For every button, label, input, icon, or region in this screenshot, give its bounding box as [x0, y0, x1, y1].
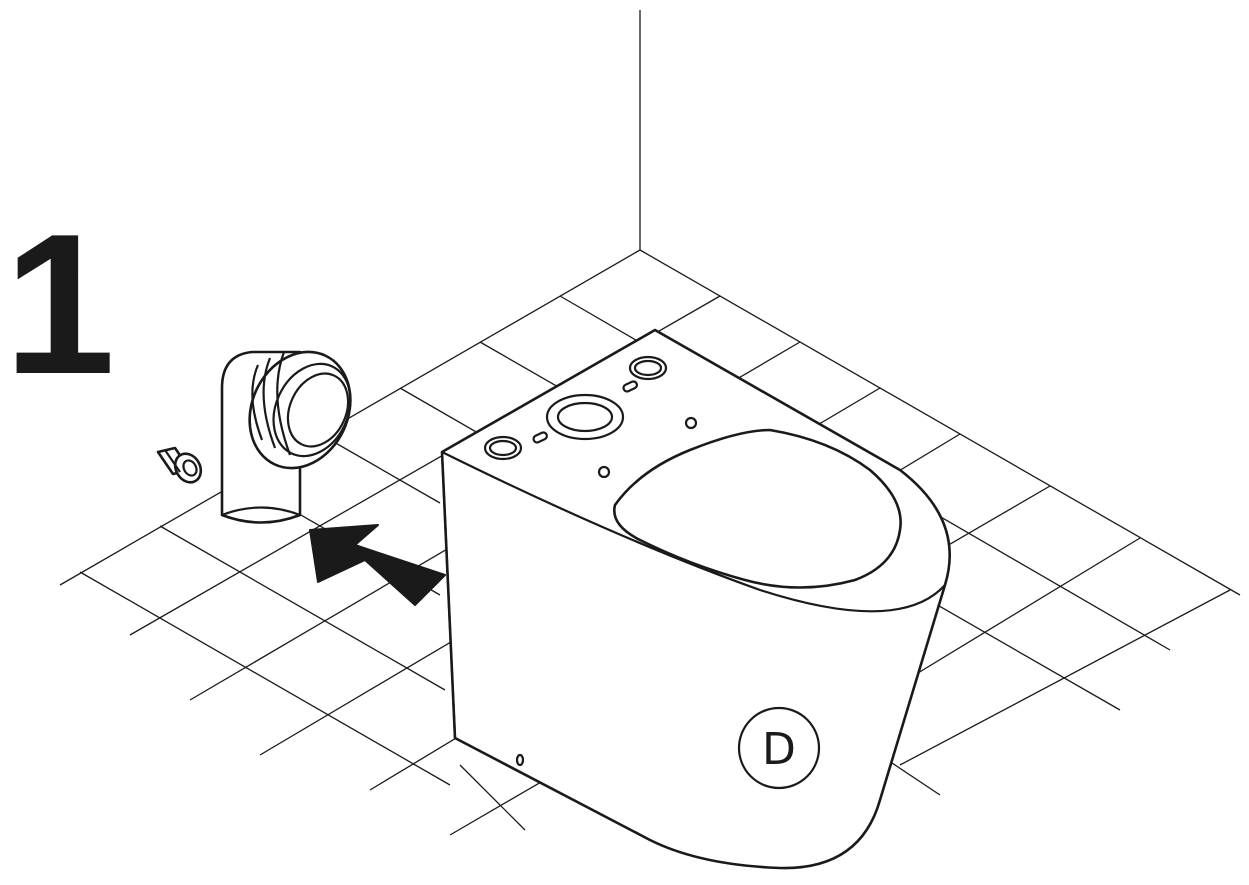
- step-number: 1: [4, 193, 115, 416]
- toilet-pan: D: [440, 328, 951, 870]
- direction-arrow: [309, 524, 446, 606]
- callout-label: D: [762, 724, 796, 775]
- pan-connector-elbow: [220, 350, 352, 524]
- hose-fitting: [156, 446, 203, 484]
- callout-circle: [737, 706, 821, 790]
